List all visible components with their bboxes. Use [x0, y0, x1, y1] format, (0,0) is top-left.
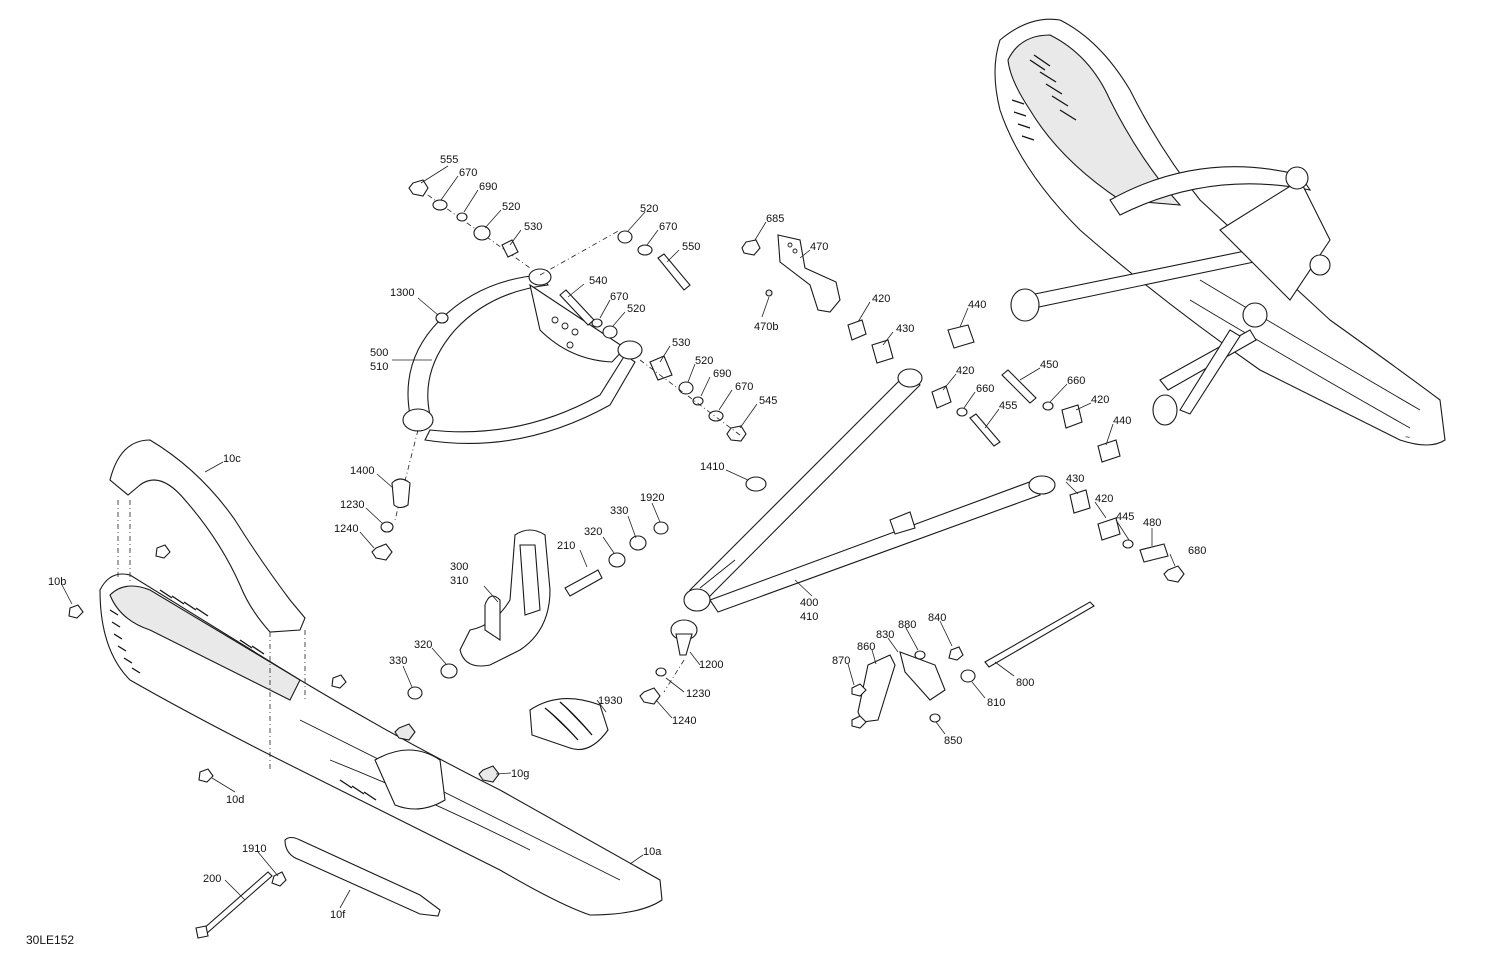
callout-690: 690 — [479, 181, 497, 193]
callout-430: 430 — [1066, 473, 1084, 485]
upper-a-arm — [402, 268, 643, 444]
callout-660: 660 — [976, 383, 994, 395]
callout-455: 455 — [999, 400, 1017, 412]
callout-840: 840 — [928, 612, 946, 624]
callout-470b: 470b — [754, 321, 778, 333]
callout-410: 410 — [800, 611, 818, 623]
spacer-1930 — [529, 698, 609, 751]
callout-1400: 1400 — [350, 465, 374, 477]
callout-660: 660 — [1067, 375, 1085, 387]
hardware-upper-left — [408, 179, 531, 269]
callout-440: 440 — [1113, 415, 1131, 427]
callout-470: 470 — [810, 241, 828, 253]
callout-680: 680 — [1188, 545, 1206, 557]
callout-10d: 10d — [226, 794, 244, 806]
callout-860: 860 — [857, 641, 875, 653]
callout-520: 520 — [502, 201, 520, 213]
callout-300: 300 — [450, 561, 468, 573]
callout-200: 200 — [203, 873, 221, 885]
callout-440: 440 — [968, 299, 986, 311]
callout-310: 310 — [450, 575, 468, 587]
callout-510: 510 — [370, 361, 388, 373]
callout-480: 480 — [1143, 517, 1161, 529]
callout-labels: 555 670 690 520 530 520 670 550 540 670 … — [48, 154, 1206, 921]
callout-800: 800 — [1016, 677, 1034, 689]
callout-685: 685 — [766, 213, 784, 225]
diagram-code: 30LE152 — [26, 933, 74, 947]
callout-1240: 1240 — [672, 715, 696, 727]
callout-1910: 1910 — [242, 843, 266, 855]
ball-joint-upper — [371, 429, 419, 561]
clip-1300 — [435, 312, 449, 324]
callout-500: 500 — [370, 347, 388, 359]
callout-880: 880 — [898, 619, 916, 631]
callout-1240: 1240 — [334, 523, 358, 535]
callout-520: 520 — [640, 203, 658, 215]
callout-1930: 1930 — [598, 695, 622, 707]
callout-1230: 1230 — [686, 688, 710, 700]
callout-1300: 1300 — [390, 287, 414, 299]
callout-520: 520 — [627, 303, 645, 315]
callout-10b: 10b — [48, 576, 66, 588]
callout-550: 550 — [682, 241, 700, 253]
callout-530: 530 — [672, 337, 690, 349]
callout-530: 530 — [524, 221, 542, 233]
callout-870: 870 — [832, 655, 850, 667]
callout-420: 420 — [1095, 493, 1113, 505]
ski-stripes-right — [1011, 54, 1077, 141]
callout-330: 330 — [610, 505, 628, 517]
callout-1920: 1920 — [640, 492, 664, 504]
callout-670: 670 — [735, 381, 753, 393]
ski-left — [68, 439, 663, 939]
spindle — [459, 529, 551, 667]
spindle-hardware — [407, 521, 669, 700]
callout-545: 545 — [759, 395, 777, 407]
callout-320: 320 — [584, 526, 602, 538]
callout-1410: 1410 — [700, 461, 724, 473]
bracket-470 — [741, 234, 841, 313]
callout-430: 430 — [896, 323, 914, 335]
callout-210: 210 — [557, 540, 575, 552]
callout-810: 810 — [987, 697, 1005, 709]
callout-540: 540 — [589, 275, 607, 287]
steering-parts — [851, 601, 1095, 729]
callout-10f: 10f — [330, 909, 346, 921]
callout-10g: 10g — [511, 768, 529, 780]
callout-670: 670 — [459, 167, 477, 179]
callout-520: 520 — [695, 355, 713, 367]
callout-850: 850 — [944, 735, 962, 747]
callout-330: 330 — [389, 655, 407, 667]
callout-420: 420 — [872, 293, 890, 305]
callout-1230: 1230 — [340, 499, 364, 511]
ski-brand-mark-right: ~ — [1405, 432, 1410, 442]
clip-1410 — [745, 476, 767, 492]
hardware-lower — [847, 319, 1185, 583]
callout-830: 830 — [876, 629, 894, 641]
callout-690: 690 — [713, 368, 731, 380]
callout-420: 420 — [956, 365, 974, 377]
ball-joint-lower — [639, 619, 698, 705]
callout-450: 450 — [1040, 359, 1058, 371]
callout-400: 400 — [800, 597, 818, 609]
ski-stripes-left — [109, 589, 377, 801]
assembled-ski-right: ~ — [994, 18, 1446, 446]
leader-lines — [61, 165, 1176, 909]
callout-10a: 10a — [643, 846, 662, 858]
callout-420: 420 — [1091, 394, 1109, 406]
callout-555: 555 — [440, 154, 458, 166]
callout-10c: 10c — [223, 453, 241, 465]
lower-a-arm — [683, 368, 1056, 613]
callout-320: 320 — [414, 639, 432, 651]
callout-670: 670 — [610, 291, 628, 303]
callout-670: 670 — [659, 221, 677, 233]
callout-445: 445 — [1116, 511, 1134, 523]
callout-1200: 1200 — [699, 659, 723, 671]
hardware-upper-right — [539, 229, 747, 442]
